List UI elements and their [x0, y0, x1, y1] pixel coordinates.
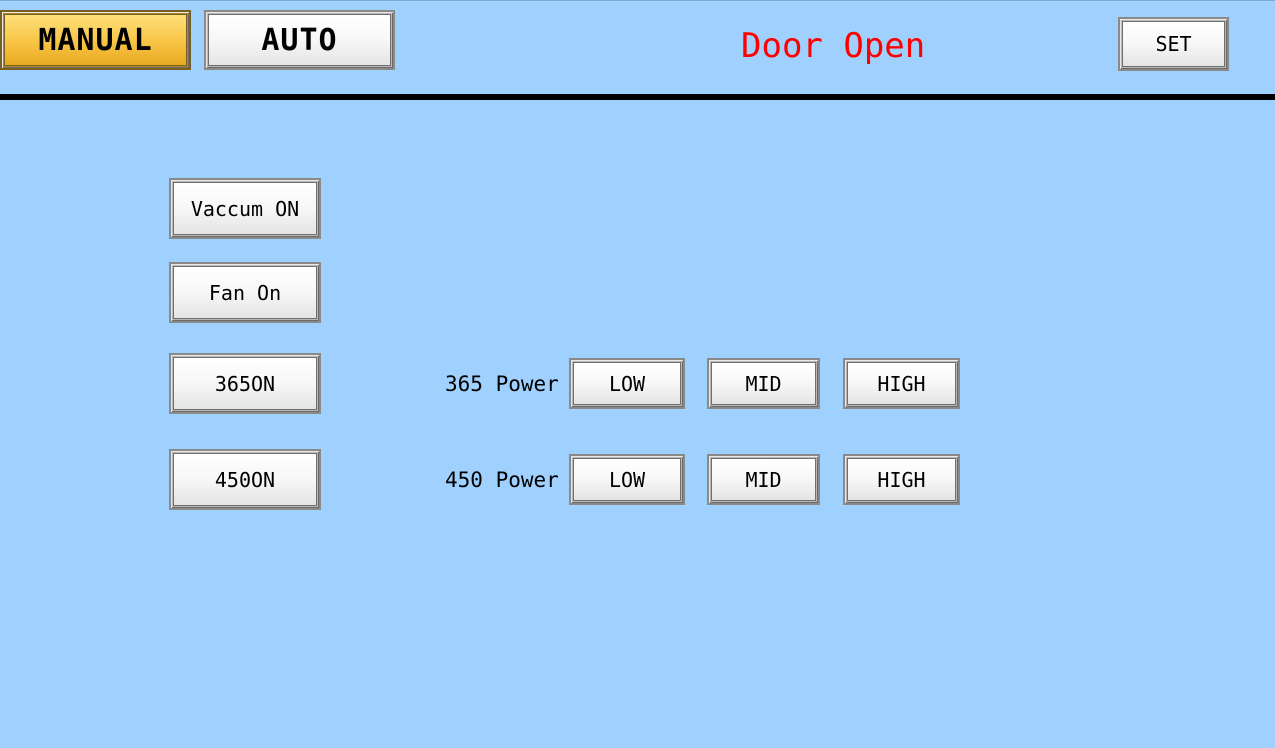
header-divider: [0, 94, 1275, 100]
power-365-high-button[interactable]: HIGH: [843, 358, 960, 409]
uv450-on-button[interactable]: 450ON: [169, 449, 321, 510]
manual-mode-label: MANUAL: [4, 14, 187, 66]
power-450-mid-button[interactable]: MID: [707, 454, 820, 505]
window-top-border: [0, 0, 1275, 1]
auto-mode-label: AUTO: [208, 14, 391, 66]
fan-on-button[interactable]: Fan On: [169, 262, 321, 323]
power-450-high-button[interactable]: HIGH: [843, 454, 960, 505]
vacuum-on-button[interactable]: Vaccum ON: [169, 178, 321, 239]
power-450-low-button[interactable]: LOW: [569, 454, 685, 505]
power-450-low-label: LOW: [573, 458, 681, 501]
power-450-mid-label: MID: [711, 458, 816, 501]
set-label: SET: [1122, 21, 1225, 67]
uv365-on-button[interactable]: 365ON: [169, 353, 321, 414]
manual-mode-button[interactable]: MANUAL: [0, 10, 191, 70]
uv365-on-label: 365ON: [173, 357, 317, 410]
auto-mode-button[interactable]: AUTO: [204, 10, 395, 70]
fan-on-label: Fan On: [173, 266, 317, 319]
set-button[interactable]: SET: [1118, 17, 1229, 71]
power-365-high-label: HIGH: [847, 362, 956, 405]
power-450-label: 450 Power: [445, 468, 559, 492]
power-365-low-label: LOW: [573, 362, 681, 405]
power-365-mid-label: MID: [711, 362, 816, 405]
power-365-label: 365 Power: [445, 372, 559, 396]
door-status-text: Door Open: [741, 26, 926, 66]
power-365-mid-button[interactable]: MID: [707, 358, 820, 409]
power-450-high-label: HIGH: [847, 458, 956, 501]
power-365-low-button[interactable]: LOW: [569, 358, 685, 409]
uv450-on-label: 450ON: [173, 453, 317, 506]
vacuum-on-label: Vaccum ON: [173, 182, 317, 235]
